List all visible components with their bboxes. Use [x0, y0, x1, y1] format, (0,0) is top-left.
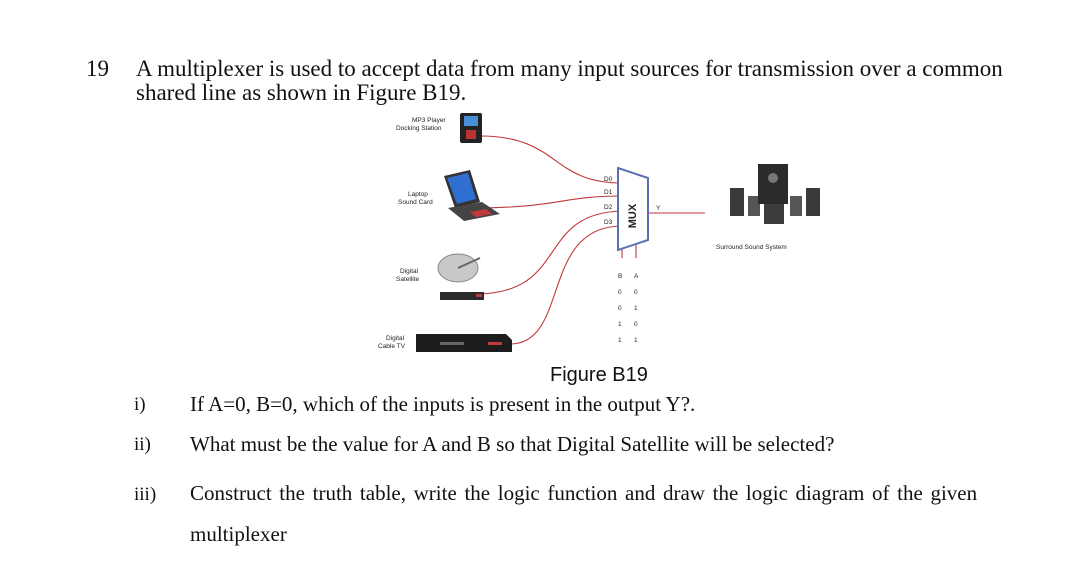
destination-label: Surround Sound System [716, 244, 787, 251]
figure-caption: Figure B19 [550, 364, 648, 386]
mux-input-d0: D0 [604, 176, 613, 183]
subquestion-2-text: What must be the value for A and B so th… [190, 432, 835, 456]
subquestion-1-text: If A=0, B=0, which of the inputs is pres… [190, 392, 696, 416]
source-1-label-a: MP3 Player [412, 117, 446, 124]
mp3-docking-station-icon [460, 113, 482, 143]
mux-input-d3: D3 [604, 219, 613, 226]
surround-sound-speakers-icon [730, 164, 820, 224]
satellite-dish-icon [437, 253, 484, 300]
select-header-b: B [618, 273, 622, 280]
question-text-line-2: shared line as shown in Figure B19. [136, 80, 467, 105]
cable-tv-box-icon [416, 334, 512, 352]
figure-b19-diagram: MP3 Player Docking Station Laptop Sound … [378, 113, 820, 352]
mux-block: MUX [617, 166, 649, 252]
source-2-label-b: Sound Card [398, 199, 433, 206]
subquestion-2-number: ii) [134, 434, 151, 455]
select-header-a: A [634, 273, 639, 280]
select-row-1-a: 0 [634, 289, 638, 296]
wire-d1 [469, 195, 623, 209]
wire-d0 [479, 135, 623, 184]
wire-d2 [474, 210, 623, 295]
select-row-4-a: 1 [634, 337, 638, 344]
mux-input-d1: D1 [604, 189, 613, 196]
mux-label: MUX [627, 203, 639, 228]
select-row-2-a: 1 [634, 305, 638, 312]
subquestion-3-number: iii) [134, 484, 157, 505]
source-4-label-a: Digital [386, 335, 405, 342]
source-3-label-b: Satellite [396, 276, 420, 283]
mux-output-label: Y [656, 205, 661, 212]
source-4-label-b: Cable TV [378, 343, 406, 350]
subquestion-3-text-continued: multiplexer [190, 522, 287, 546]
source-1-label-b: Docking Station [396, 125, 442, 132]
subquestion-3-text: Construct the truth table, write the log… [190, 481, 978, 505]
select-row-3-a: 0 [634, 321, 638, 328]
wire-d3 [509, 225, 623, 345]
select-row-4-b: 1 [618, 337, 622, 344]
mux-input-d2: D2 [604, 204, 613, 211]
subquestion-1-number: i) [134, 394, 146, 415]
laptop-icon [444, 170, 500, 221]
select-row-2-b: 0 [618, 305, 622, 312]
question-number: 19 [86, 56, 109, 81]
question-text-line-1: A multiplexer is used to accept data fro… [136, 56, 1003, 81]
select-row-1-b: 0 [618, 289, 622, 296]
source-3-label-a: Digital [400, 268, 419, 275]
select-row-3-b: 1 [618, 321, 622, 328]
source-2-label-a: Laptop [408, 191, 428, 198]
